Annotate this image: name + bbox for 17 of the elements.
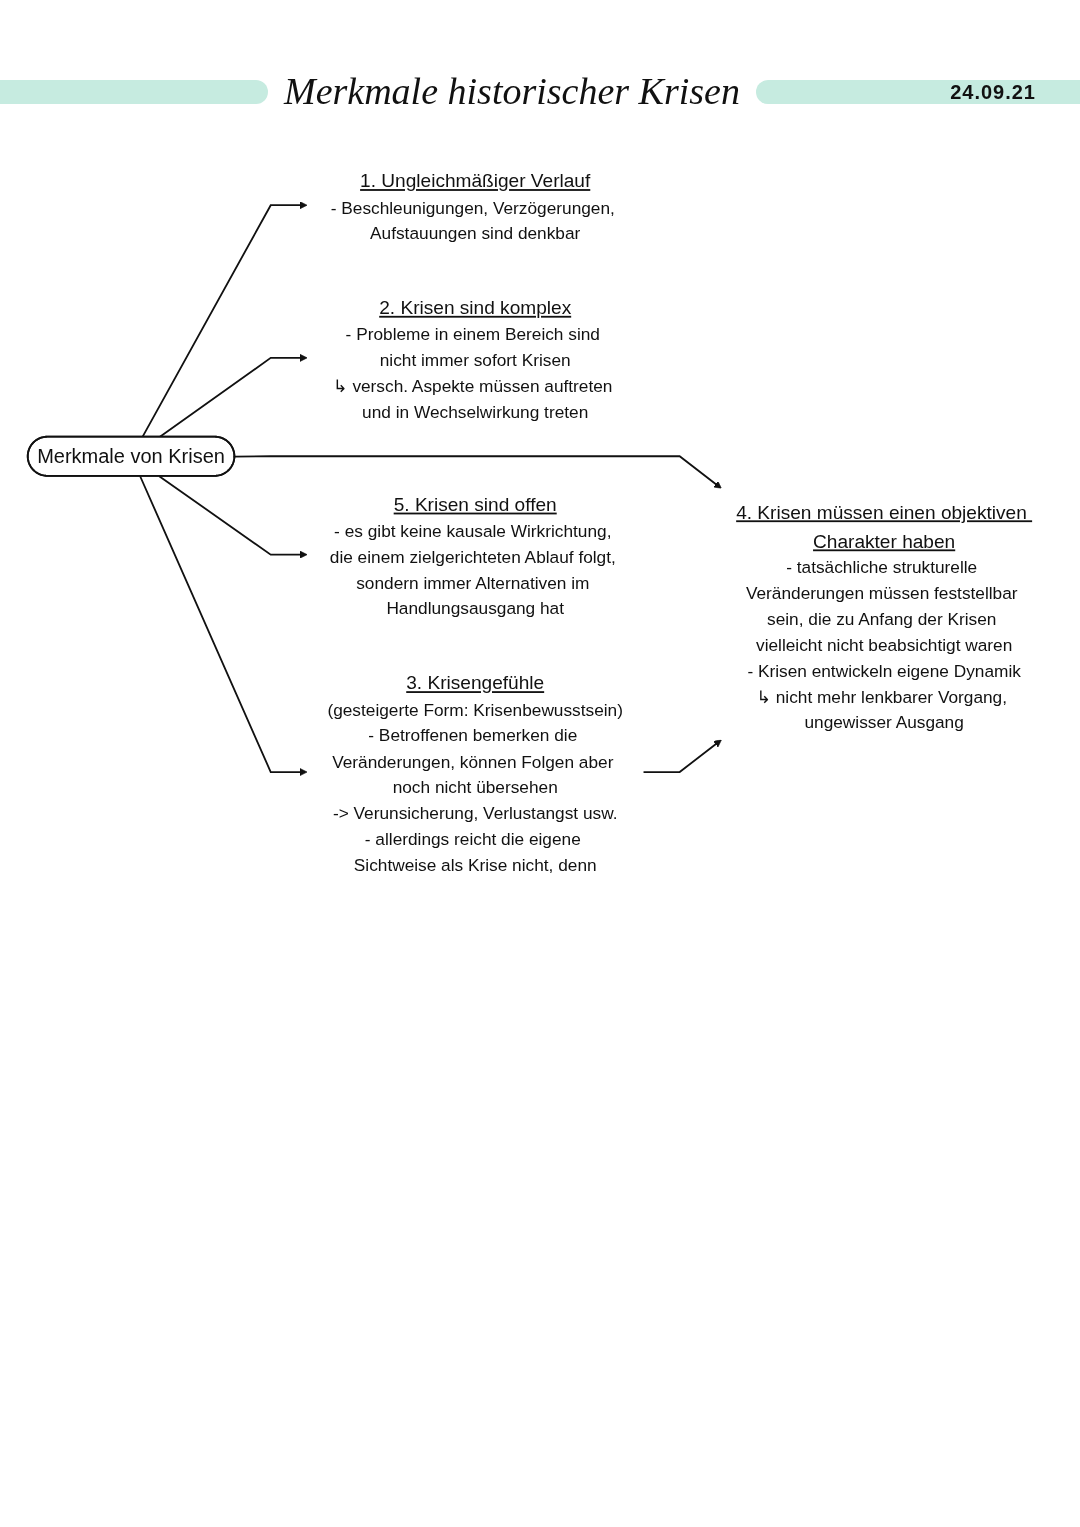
node-label: -> Verunsicherung, Verlustangst usw. <box>332 803 618 823</box>
node-label: - Krisen entwickeln eigene Dynamik <box>747 661 1021 681</box>
date-label: 24.09.21 <box>950 80 1036 104</box>
text-block: 1. Ungleichmäßiger Verlauf - Beschleunigungen, Verzögerungen, Aufstauungen sind denkbar <box>307 157 644 254</box>
text-block: 5. Krisen sind offen - es gibt keine kausale Wirkrichtung, die einem zielgerichteten Ablauf folgt, sondern immer Alternativen im Handlungsausgang hat <box>307 480 644 629</box>
text-block: 2. Krisen sind komplex - Probleme in einem Bereich sind nicht immer sofort Krisen ↳ versch. Aspekte müssen auftreten und in Wechselwirkung treten <box>307 284 644 432</box>
node-label: - Betroffenen bemerken die Veränderungen, können Folgen aber noch nicht übersehen <box>332 725 614 797</box>
node-label: 4. Krisen müssen einen objektiven Charakter haben <box>736 501 1027 551</box>
arrow <box>642 739 722 773</box>
page-title: Merkmale historischer Krisen <box>284 69 740 115</box>
node-label: (gesteigerte Form: Krisenbewusstsein) <box>327 699 623 719</box>
ellipse-node: Merkmale von Krisen <box>26 435 236 477</box>
arrow <box>139 475 308 777</box>
arrow <box>158 475 308 559</box>
node-label: - allerdings reicht die eigene Sichtweise als Krise nicht, denn <box>353 829 597 875</box>
node-label: - tatsächliche strukturelle Veränderungen müssen feststellbar sein, die zu Anfang der Krisen vielleicht nicht beabsichtigt waren <box>745 557 1018 655</box>
node-label: 3. Krisengefühle <box>406 672 545 693</box>
